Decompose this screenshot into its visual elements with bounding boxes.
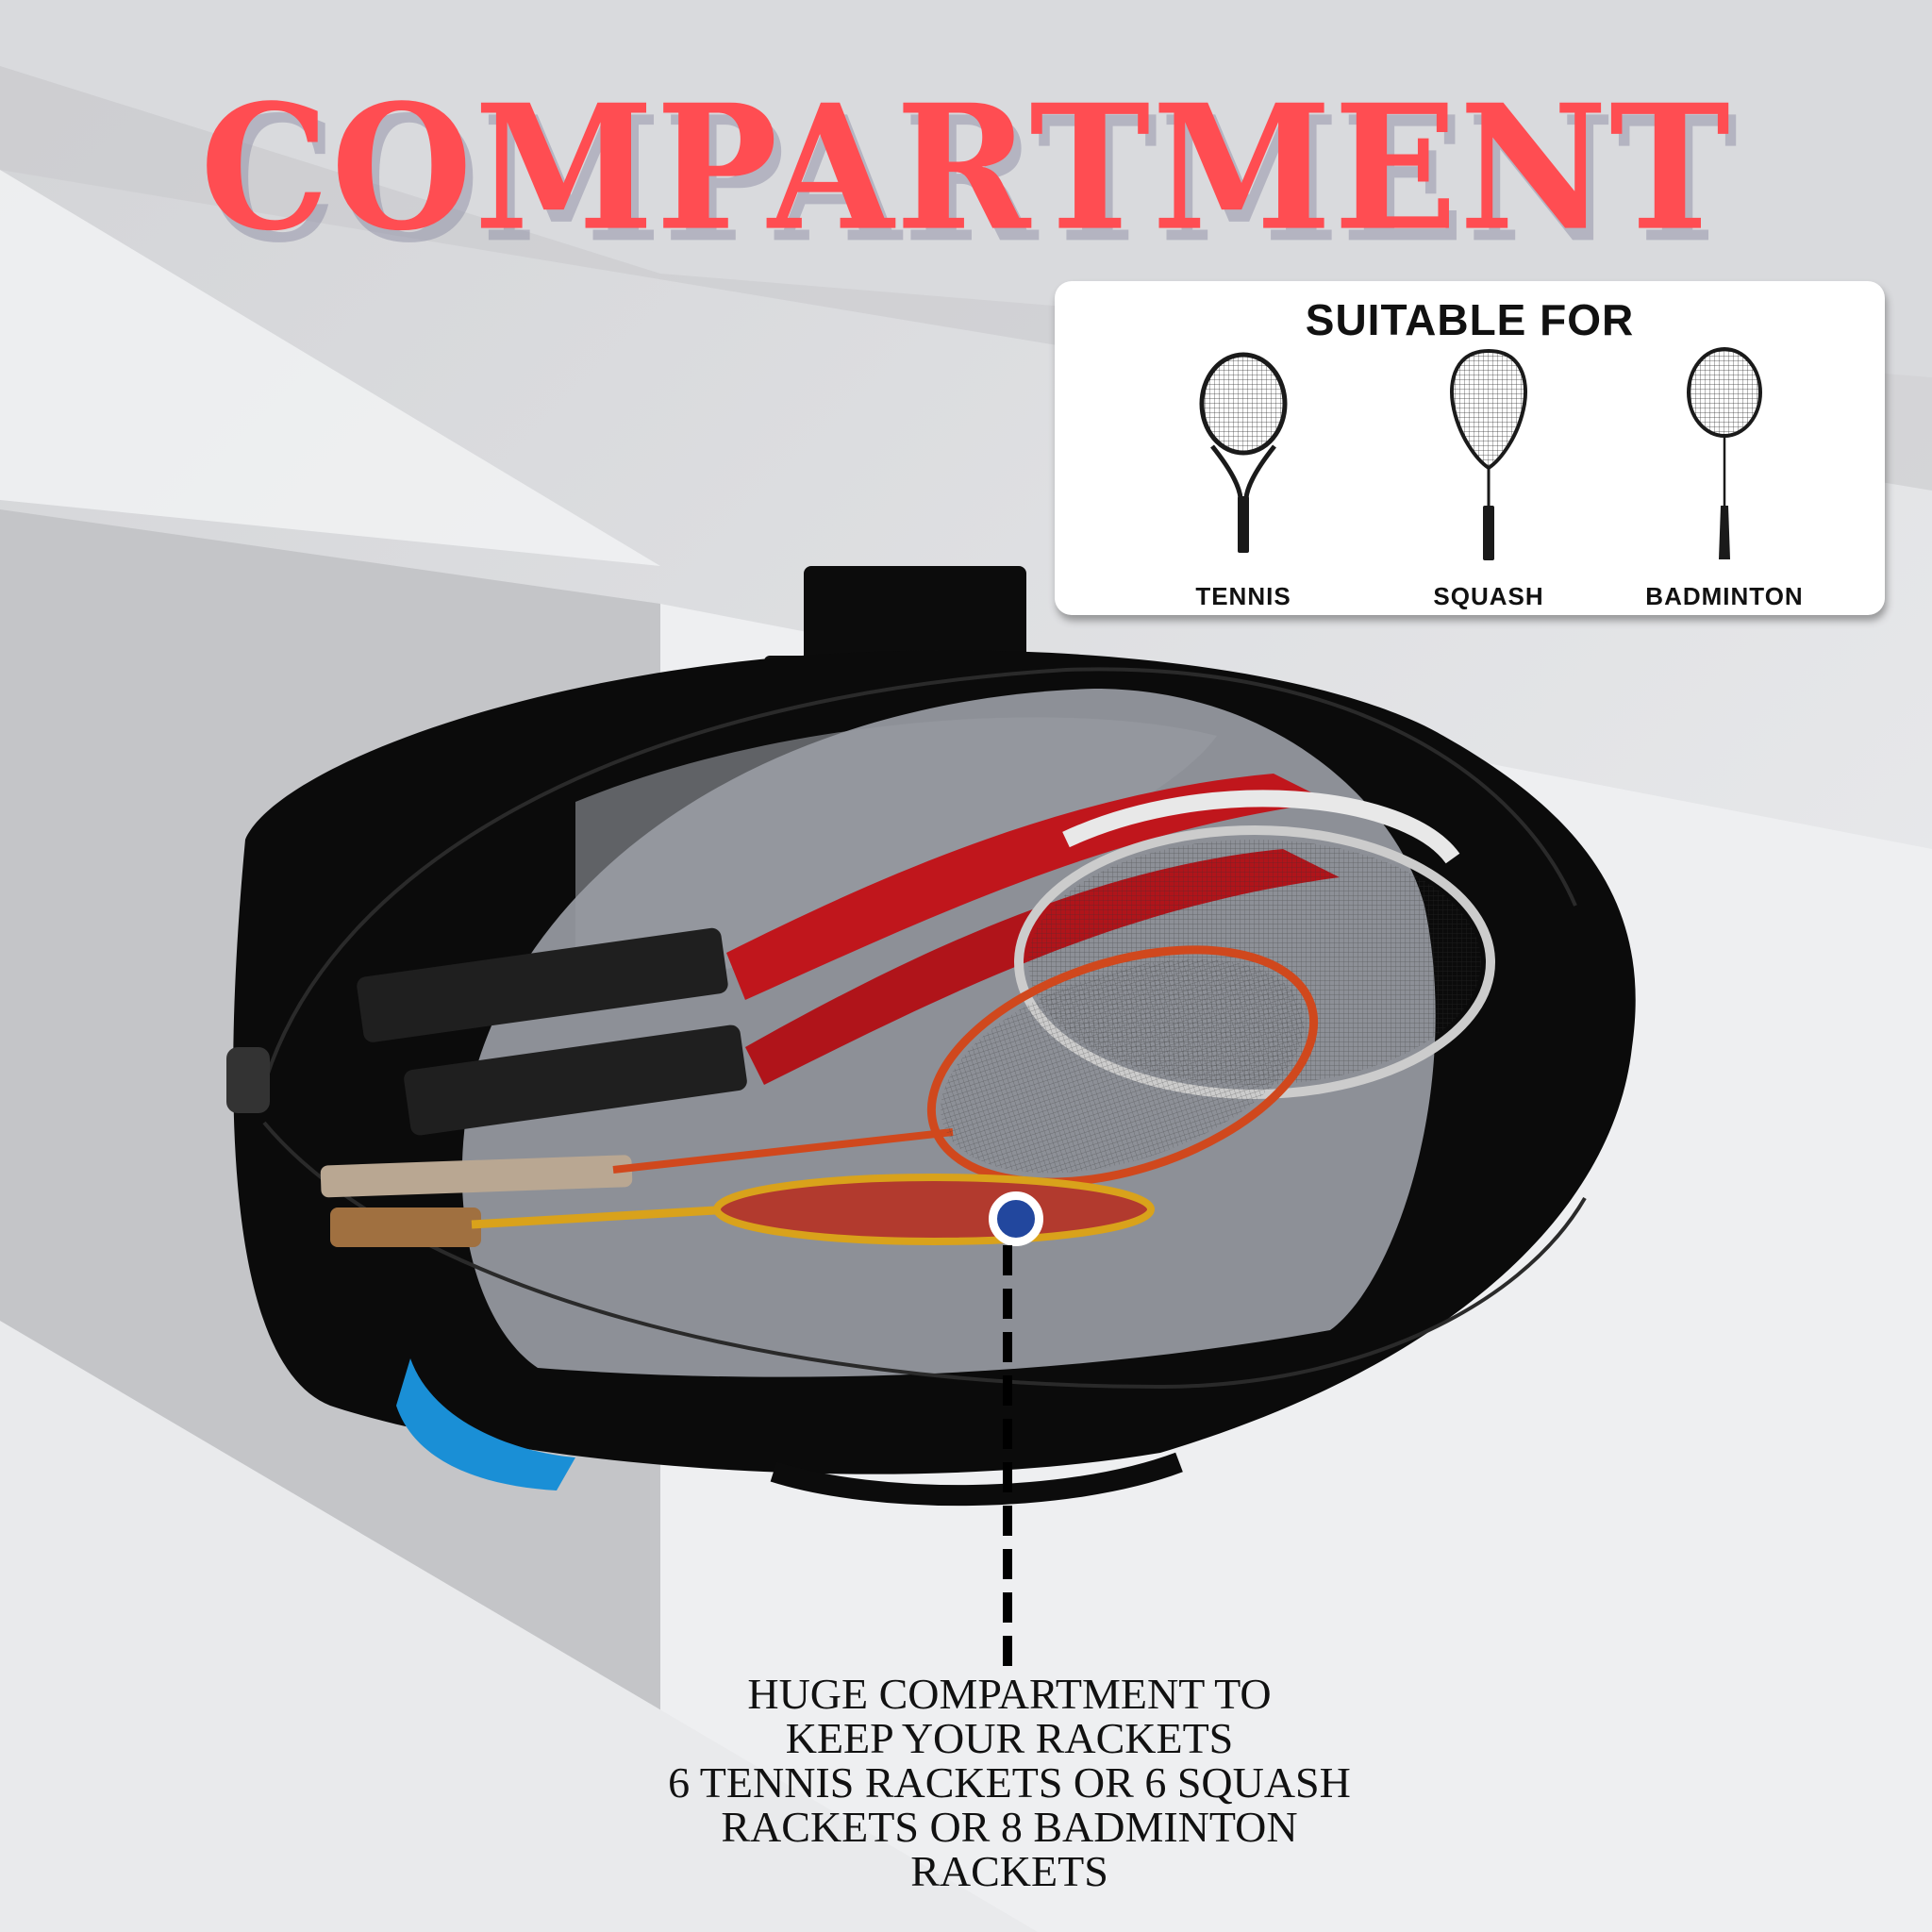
description-line: KEEP YOUR RACKETS (785, 1714, 1234, 1762)
bag-bottom-handle (770, 1452, 1183, 1507)
card-title: SUITABLE FOR (1305, 295, 1635, 344)
sport-label-tennis: TENNIS (1195, 582, 1291, 610)
callout-marker-dot (989, 1191, 1043, 1246)
page-title: COMPARTMENT (199, 65, 1732, 270)
compartment-description: HUGE COMPARTMENT TO KEEP YOUR RACKETS 6 … (528, 1672, 1491, 1893)
description-line: RACKETS OR 8 BADMINTON (721, 1803, 1298, 1851)
sport-badminton: BADMINTON (1621, 347, 1828, 615)
zipper-pull (226, 1047, 270, 1113)
description-line: 6 TENNIS RACKETS OR 6 SQUASH (668, 1758, 1351, 1807)
sport-tennis: TENNIS (1140, 347, 1347, 615)
suitable-for-card: SUITABLE FOR TENNIS SQUASH BADMINTON (1055, 281, 1885, 615)
sport-label-badminton: BADMINTON (1645, 582, 1804, 610)
description-line: HUGE COMPARTMENT TO (747, 1670, 1272, 1718)
sport-squash: SQUASH (1385, 347, 1592, 615)
sport-label-squash: SQUASH (1433, 582, 1544, 610)
open-racket-bag-image (226, 566, 1636, 1507)
tennis-racket-icon (1199, 352, 1288, 553)
badminton-racket-icon (1687, 347, 1762, 559)
description-line: RACKETS (910, 1847, 1108, 1895)
badminton-rackets (320, 945, 1319, 1247)
callout-dashed-line (1003, 1245, 1012, 1668)
squash-racket-icon (1450, 348, 1527, 560)
blue-side-pocket (396, 1358, 575, 1491)
